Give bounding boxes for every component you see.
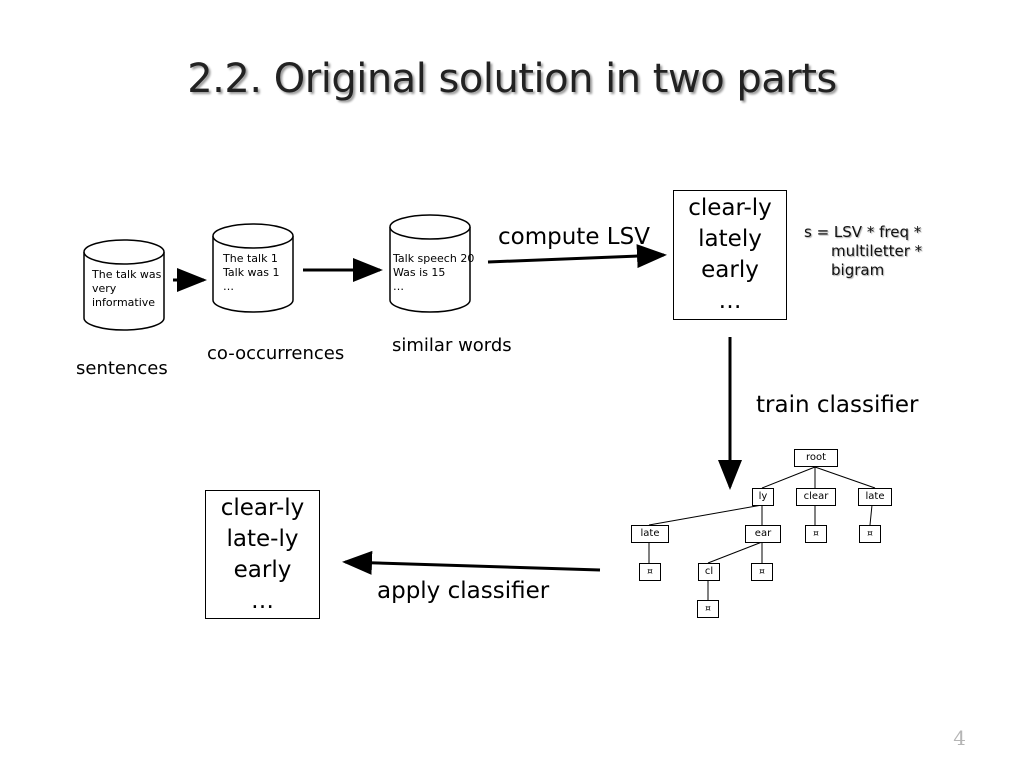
similar-words-line-2: Was is 15 xyxy=(393,266,446,279)
lsv-box-line-2: lately xyxy=(698,226,762,252)
similar-words-cylinder-text: Talk speech 20 Was is 15 … xyxy=(393,252,474,294)
tree-node-root: root xyxy=(794,449,838,467)
tree-node-late: late xyxy=(858,488,892,506)
train-classifier-label: train classifier xyxy=(756,392,919,418)
sentences-label: sentences xyxy=(76,358,168,379)
compute-lsv-label: compute LSV xyxy=(498,224,650,250)
cooccurrences-cylinder xyxy=(212,223,294,313)
sentences-cylinder-text: The talk was very informative xyxy=(92,268,161,310)
similar-words-label: similar words xyxy=(392,335,512,356)
tree-node-cl: cl xyxy=(698,563,720,581)
result-box-line-4: … xyxy=(251,587,274,614)
lsv-box-line-3: early xyxy=(701,257,759,283)
tree-leaf-clear: ¤ xyxy=(805,525,827,543)
slide-number: 4 xyxy=(953,726,966,750)
tree-leaf-ear: ¤ xyxy=(751,563,773,581)
formula-line-1: s = LSV * freq * xyxy=(804,223,922,241)
result-box-line-3: early xyxy=(233,556,292,583)
tree-node-late-2: late xyxy=(631,525,669,543)
result-box-line-2: late-ly xyxy=(226,525,299,552)
score-formula: s = LSV * freq * multiletter * bigram xyxy=(804,223,922,280)
cooccurrences-line-3: … xyxy=(223,280,234,293)
tree-node-clear: clear xyxy=(796,488,836,506)
cooccurrences-line-1: The talk 1 xyxy=(223,252,278,265)
tree-edges xyxy=(648,466,876,600)
cooccurrences-label: co-occurrences xyxy=(207,343,345,364)
arrow-apply-classifier xyxy=(342,550,601,575)
cooccurrences-line-2: Talk was 1 xyxy=(223,266,280,279)
slide-title: 2.2. Original solution in two parts xyxy=(187,56,837,102)
cooccurrences-cylinder-text: The talk 1 Talk was 1 … xyxy=(223,252,280,294)
sentences-line-1: The talk was xyxy=(92,268,162,281)
tree-node-ear: ear xyxy=(745,525,781,543)
similar-words-cylinder xyxy=(389,214,471,313)
tree-leaf-late: ¤ xyxy=(859,525,881,543)
sentences-line-3: informative xyxy=(92,296,156,309)
similar-words-line-3: … xyxy=(393,280,404,293)
formula-line-2: multiletter * xyxy=(831,242,923,260)
apply-classifier-label: apply classifier xyxy=(377,578,550,604)
tree-leaf-late-2: ¤ xyxy=(639,563,661,581)
lsv-box-line-4: … xyxy=(718,288,742,314)
similar-words-line-1: Talk speech 20 xyxy=(393,252,475,265)
formula-line-3: bigram xyxy=(831,261,885,279)
tree-node-ly: ly xyxy=(752,488,774,506)
lsv-box-line-1: clear-ly xyxy=(688,195,772,221)
result-box-line-1: clear-ly xyxy=(220,494,305,521)
arrow-compute-lsv xyxy=(487,244,667,269)
tree-leaf-cl: ¤ xyxy=(697,600,719,618)
result-segmentation-box: clear-ly late-ly early … xyxy=(205,490,320,619)
sentences-line-2: very xyxy=(92,282,117,295)
lsv-segmentation-box: clear-ly lately early … xyxy=(673,190,787,320)
sentences-cylinder xyxy=(83,239,165,331)
